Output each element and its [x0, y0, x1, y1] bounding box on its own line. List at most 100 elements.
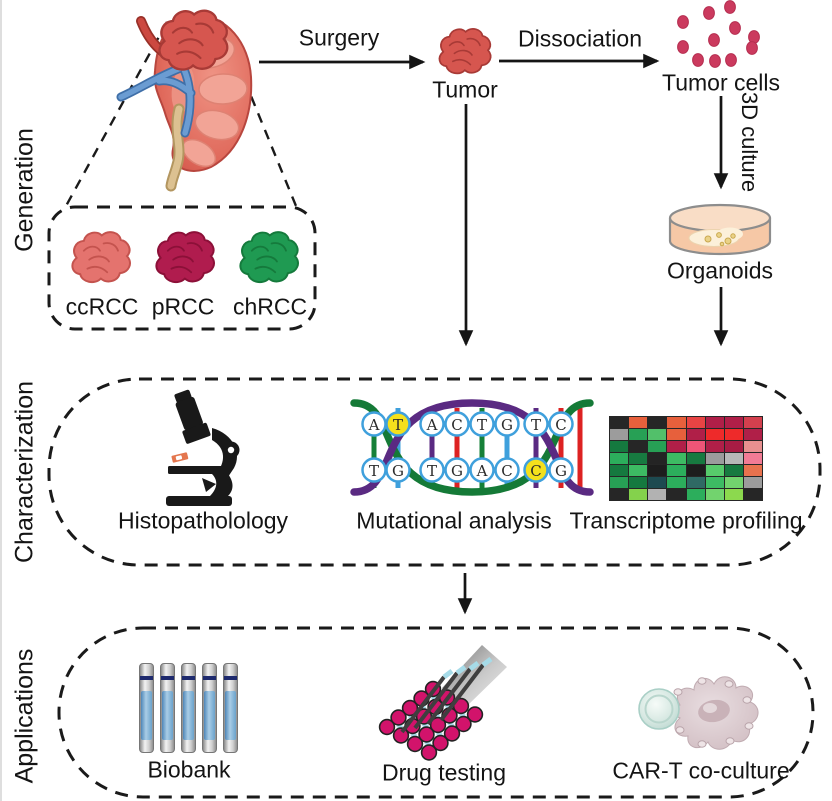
tumor-icon — [438, 28, 492, 75]
heatmap-cell — [686, 429, 705, 440]
dissociation-label: Dissociation — [518, 25, 642, 52]
heatmap-cell — [629, 453, 648, 464]
heatmap-cell — [743, 453, 762, 464]
tube-band — [161, 676, 174, 680]
dish-top — [668, 203, 772, 233]
microscope-icon — [166, 389, 240, 506]
heatmap-cell — [743, 441, 762, 452]
svg-text:T: T — [477, 416, 487, 434]
heatmap-cell — [648, 465, 667, 476]
organoid-dish-icon — [668, 203, 772, 256]
heatmap-cell — [724, 465, 743, 476]
tube-fluid — [225, 691, 236, 740]
svg-text:A: A — [426, 416, 438, 434]
cryotube-icon — [139, 663, 154, 753]
tube-band — [203, 676, 216, 680]
heatmap-cell — [648, 441, 667, 452]
section-label-characterization: Characterization — [10, 380, 39, 564]
ccrcc-blob — [71, 231, 131, 284]
subtype-blobs — [71, 231, 299, 284]
organoids-label: Organoids — [666, 257, 774, 284]
cart-coculture-icon — [638, 676, 759, 750]
heatmap-cell — [743, 489, 762, 500]
histopathology-label: Histopatholology — [117, 507, 289, 534]
heatmap-cell — [686, 441, 705, 452]
organoid-blob — [688, 227, 743, 247]
heatmap-cell — [667, 465, 686, 476]
pipette-channels — [400, 663, 485, 734]
t-cell-inner-ring — [644, 694, 674, 724]
heatmap-cell — [686, 465, 705, 476]
heatmap-cell — [629, 477, 648, 488]
svg-text:G: G — [555, 462, 567, 480]
section-label-generation: Generation — [10, 128, 39, 252]
svg-text:G: G — [501, 416, 513, 434]
pipette-tips — [442, 657, 493, 679]
cryotube-icon — [223, 663, 238, 753]
heatmap-cell — [648, 417, 667, 428]
drug-testing-icon — [378, 645, 507, 761]
chrcc-label: chRCC — [232, 293, 308, 320]
kidney-illustration — [116, 9, 253, 192]
heatmap-cell — [610, 453, 629, 464]
svg-text:T: T — [393, 416, 403, 434]
heatmap-cell — [667, 489, 686, 500]
heatmap-cell — [648, 453, 667, 464]
heatmap-cell — [610, 441, 629, 452]
heatmap-cell — [743, 417, 762, 428]
heatmap-cell — [610, 429, 629, 440]
heatmap-cell — [610, 489, 629, 500]
heatmap-cell — [667, 417, 686, 428]
heatmap-cell — [648, 477, 667, 488]
heatmap-cell — [667, 441, 686, 452]
tube-fluid — [162, 691, 173, 740]
heatmap-cell — [705, 441, 724, 452]
heatmap-cell — [629, 441, 648, 452]
heatmap-cell — [705, 477, 724, 488]
heatmap-cell — [705, 489, 724, 500]
heatmap-cell — [686, 489, 705, 500]
heatmap-cell — [705, 453, 724, 464]
culture-3d-label: 3D culture — [737, 91, 762, 193]
heatmap-cell — [724, 441, 743, 452]
characterization-box — [47, 377, 822, 567]
svg-text:C: C — [451, 416, 462, 434]
cart-coculture-label: CAR-T co-culture — [612, 757, 790, 784]
heatmap-cell — [629, 489, 648, 500]
heatmap-cell — [610, 477, 629, 488]
heatmap-cell — [667, 477, 686, 488]
heatmap-cell — [667, 453, 686, 464]
svg-text:C: C — [501, 462, 512, 480]
ccrcc-label: ccRCC — [65, 293, 139, 320]
heatmap-cell — [724, 489, 743, 500]
tube-band — [182, 676, 195, 680]
svg-text:G: G — [392, 462, 404, 480]
tumor-label: Tumor — [432, 76, 498, 103]
tumor-blob — [438, 28, 492, 75]
vesicles — [673, 677, 754, 748]
heatmap-cell — [629, 429, 648, 440]
heatmap-cell — [743, 429, 762, 440]
heatmap-cell — [743, 465, 762, 476]
tumor-cells-icon — [677, 0, 760, 68]
prcc-label: pRCC — [151, 293, 215, 320]
dna-letters: A T A C T G T C T G T G A C C G — [368, 416, 567, 480]
mutational-label: Mutational analysis — [356, 507, 552, 534]
heatmap-cell — [705, 429, 724, 440]
tube-fluid — [183, 691, 194, 740]
heatmap-cell — [610, 417, 629, 428]
heatmap-cell — [648, 489, 667, 500]
heatmap-cell — [610, 465, 629, 476]
svg-text:T: T — [531, 416, 541, 434]
nucleus-highlight — [703, 703, 717, 713]
dna-bases — [361, 411, 574, 483]
ureter — [165, 103, 185, 192]
applications-box — [57, 626, 815, 799]
heatmap-icon — [609, 416, 763, 501]
cryotube-icon — [160, 663, 175, 753]
chrcc-blob — [239, 231, 299, 284]
svg-text:C: C — [555, 416, 566, 434]
tube-band — [140, 676, 153, 680]
tube-fluid — [141, 691, 152, 740]
